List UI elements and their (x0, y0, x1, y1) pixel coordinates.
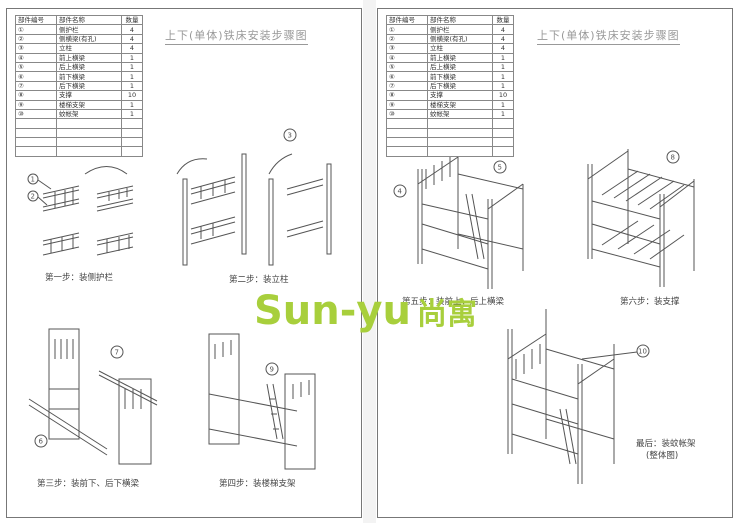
step-6-caption: 第六步：装支撑 (620, 297, 680, 307)
callout-10: 10 (638, 348, 647, 356)
table-row-empty (386, 146, 514, 157)
callout-4: 4 (398, 188, 403, 196)
ladder-drawing (208, 333, 316, 470)
assembly-drawings-right: 4 5 8 10 (393, 149, 695, 484)
step-4-caption: 第四步：装楼梯支架 (219, 479, 296, 489)
table-row-empty (15, 146, 143, 157)
callout-3: 3 (288, 132, 292, 140)
step-1-caption: 第一步：装侧护栏 (45, 273, 114, 283)
side-rail-drawing (42, 166, 134, 256)
callout-2-circle (27, 190, 39, 202)
step-2-caption: 第二步：装立柱 (229, 275, 289, 285)
callout-1: 1 (31, 176, 35, 184)
callout-10-circle (636, 344, 650, 358)
callout-9-circle (265, 362, 279, 376)
callout-8: 8 (671, 154, 675, 162)
step-5-caption: 第五步：装前上、后上横梁 (402, 297, 505, 307)
callout-7: 7 (115, 349, 119, 357)
post-drawing (176, 153, 332, 266)
callout-1-circle (27, 173, 39, 185)
support-slat-drawing (587, 149, 695, 287)
final-step-subcaption: (整体图) (646, 451, 679, 461)
callout-6-circle (34, 434, 48, 448)
callout-9: 9 (270, 366, 274, 374)
watermark-latin: Sun-yu (254, 288, 411, 334)
upper-beam-drawing (417, 156, 524, 289)
callout-5: 5 (498, 164, 502, 172)
final-step-caption: 最后：装蚊帐架 (636, 439, 696, 449)
watermark-cn: 尚寓 (416, 297, 477, 332)
mosquito-frame-drawing (507, 309, 615, 484)
empty-cell (492, 146, 514, 157)
callout-8-circle (666, 150, 680, 164)
lower-beam-drawing (28, 328, 158, 465)
page-title-right: 上下(单体)铁床安装步骤图 (537, 27, 680, 45)
callout-3-circle (283, 128, 297, 142)
callout-4-circle (393, 184, 407, 198)
callout-6: 6 (39, 438, 44, 446)
step-3-caption: 第三步：装前下、后下横梁 (37, 479, 140, 489)
callout-2: 2 (31, 193, 35, 201)
callout-5-circle (493, 160, 507, 174)
sheet-divider (363, 0, 376, 523)
empty-cell (121, 146, 143, 157)
page-title-left: 上下(单体)铁床安装步骤图 (165, 27, 308, 45)
callout-7-circle (110, 345, 124, 359)
assembly-drawings-left: 1 2 3 (27, 128, 332, 470)
